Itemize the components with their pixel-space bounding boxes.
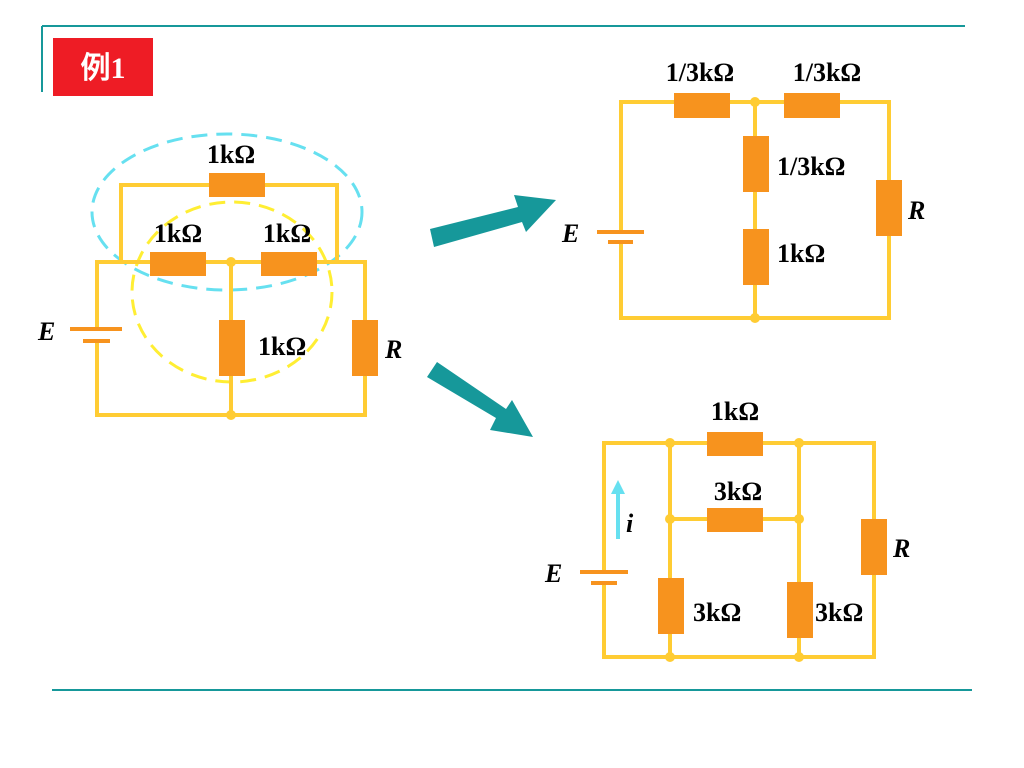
node: [665, 514, 675, 524]
battery-left: [70, 327, 122, 343]
badge-label: 例1: [81, 52, 126, 85]
node: [750, 97, 760, 107]
wires: [619, 100, 891, 320]
badge-background: [53, 38, 153, 96]
resistor-bottom-left: [658, 578, 684, 634]
label-r-load: R: [384, 335, 402, 364]
label-r-bottom-left: 3kΩ: [693, 598, 741, 627]
label-r-mid-left: 1kΩ: [154, 219, 202, 248]
node: [665, 438, 675, 448]
node: [794, 514, 804, 524]
node: [794, 438, 804, 448]
label-r-mid-right: 1kΩ: [263, 219, 311, 248]
label-r-load: R: [892, 534, 910, 563]
label-r-mid-lower: 1kΩ: [777, 239, 825, 268]
node: [226, 410, 236, 420]
slide-decoration: [41, 25, 972, 691]
label-current: i: [626, 509, 634, 538]
circuit-bottom-right: 1kΩ 3kΩ 3kΩ 3kΩ R E i: [544, 397, 910, 662]
resistor-load: [861, 519, 887, 575]
label-r-load: R: [907, 196, 925, 225]
node: [794, 652, 804, 662]
battery-top-right: [597, 230, 644, 244]
battery-bottom-right: [580, 570, 628, 585]
label-r-vertical: 1kΩ: [258, 332, 306, 361]
resistor-mid-right: [261, 252, 317, 276]
resistor-top: [707, 432, 763, 456]
label-r-mid-upper: 1/3kΩ: [777, 152, 846, 181]
transform-arrows: [427, 195, 556, 437]
label-r-top-left: 1/3kΩ: [666, 58, 735, 87]
current-arrow-icon: [611, 480, 625, 539]
arrow-to-bottom-right-icon: [427, 362, 533, 437]
label-source: E: [544, 559, 562, 588]
loop-inner-highlight: [130, 200, 334, 384]
label-r-mid: 3kΩ: [714, 477, 762, 506]
resistor-top-left: [674, 93, 730, 118]
resistor-load: [876, 180, 902, 236]
resistor-top: [209, 173, 265, 197]
node: [750, 313, 760, 323]
circuit-top-right: 1/3kΩ 1/3kΩ 1/3kΩ 1kΩ R E: [561, 58, 925, 323]
wires: [95, 183, 367, 417]
label-r-top-right: 1/3kΩ: [793, 58, 862, 87]
resistor-mid: [707, 508, 763, 532]
node: [665, 652, 675, 662]
circuit-left: 1kΩ 1kΩ 1kΩ 1kΩ R E: [37, 132, 402, 420]
label-source: E: [37, 317, 55, 346]
loop-outer-highlight: [90, 132, 364, 292]
label-r-top: 1kΩ: [207, 140, 255, 169]
resistor-mid-lower: [743, 229, 769, 285]
label-r-bottom-right: 3kΩ: [815, 598, 863, 627]
resistor-load: [352, 320, 378, 376]
resistor-mid-left: [150, 252, 206, 276]
arrow-to-top-right-icon: [430, 195, 556, 247]
resistor-top-right: [784, 93, 840, 118]
node: [226, 257, 236, 267]
resistor-bottom-right: [787, 582, 813, 638]
example-badge: 例1: [53, 38, 153, 96]
label-source: E: [561, 219, 579, 248]
label-r-top: 1kΩ: [711, 397, 759, 426]
resistor-vertical: [219, 320, 245, 376]
resistor-mid-upper: [743, 136, 769, 192]
